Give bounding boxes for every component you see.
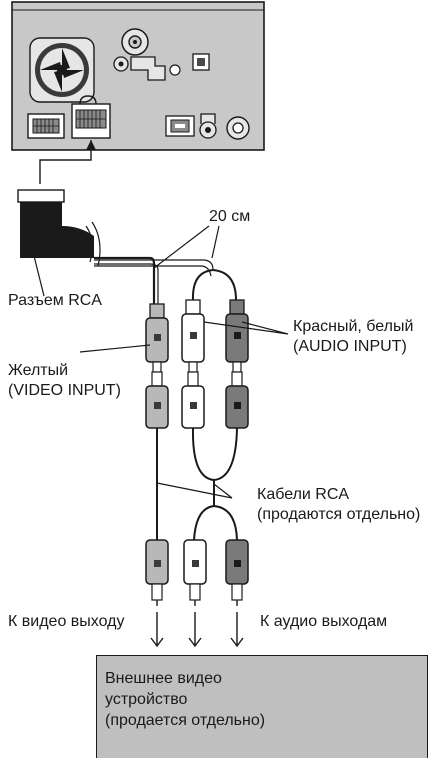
white-audio-plug [181,299,205,373]
red-down-arrow-icon [230,612,244,648]
rca-connector-leader [28,235,45,297]
head-unit-rear-panel [11,1,265,151]
down-arrow-icons [150,612,244,648]
audio-input-label: Красный, белый (AUDIO INPUT) [293,317,413,357]
rca-cables-label-line1: Кабели RCA [257,486,350,503]
rca-cable-plug-red-top [225,371,249,429]
video-input-label-line2: (VIDEO INPUT) [8,382,121,399]
antenna-jack-icon [121,28,149,56]
rca-adapter-plug-icon [17,189,101,267]
power-connector-icon [27,113,65,139]
to-audio-outputs-label: К аудио выходам [260,613,388,630]
rca-cables-label: Кабели RCA (продаются отдельно) [257,485,420,525]
external-device-label: Внешнее видео устройство (продается отде… [105,668,265,731]
to-video-output-label: К видео выходу [8,613,125,630]
external-device-label-line3: (продается отдельно) [105,712,266,729]
rca-cable-plug-red-bottom [225,539,249,606]
length-leader [153,225,220,269]
usb-port-icon [165,115,195,137]
aux-jack-icon [226,116,250,140]
rca-cable-plug-white-top [181,371,205,429]
rca-connector-label: Разъем RCA [8,292,102,309]
audio-input-label-line1: Красный, белый [293,318,414,335]
rca-cable-plug-yellow-top [145,371,169,436]
cable-length-label: 20 см [209,208,251,225]
rca-cables-leader [156,482,233,499]
square-port-icon [192,53,210,71]
rca-cables [156,427,238,541]
external-video-device: Внешнее видео устройство (продается отде… [96,655,428,758]
audio-input-leader [203,321,289,335]
video-down-arrow-icon [150,612,164,648]
red-audio-plug [225,299,249,373]
rca-cables-label-line2: (продаются отдельно) [257,506,421,523]
yellow-video-plug [145,303,169,374]
av-input-connector-icon [71,95,111,139]
video-input-label-line1: Желтый [8,362,69,379]
adapter-cables [94,256,237,304]
white-down-arrow-icon [188,612,202,648]
video-input-leader [79,344,151,353]
cooling-fan-icon [29,37,95,103]
external-device-label-line2: устройство [105,691,188,708]
ground-bracket-icon [130,56,166,81]
video-input-label: Желтый (VIDEO INPUT) [8,361,121,401]
external-device-label-line1: Внешнее видео [105,670,222,687]
round-jack-icon [113,56,129,72]
rca-cable-plug-yellow-bottom [145,539,169,606]
connection-arrow [39,140,96,184]
mic-jack-icon [199,113,217,139]
small-hole-icon [169,64,181,76]
rca-cable-plug-white-bottom [183,539,207,606]
audio-input-label-line2: (AUDIO INPUT) [293,338,407,355]
